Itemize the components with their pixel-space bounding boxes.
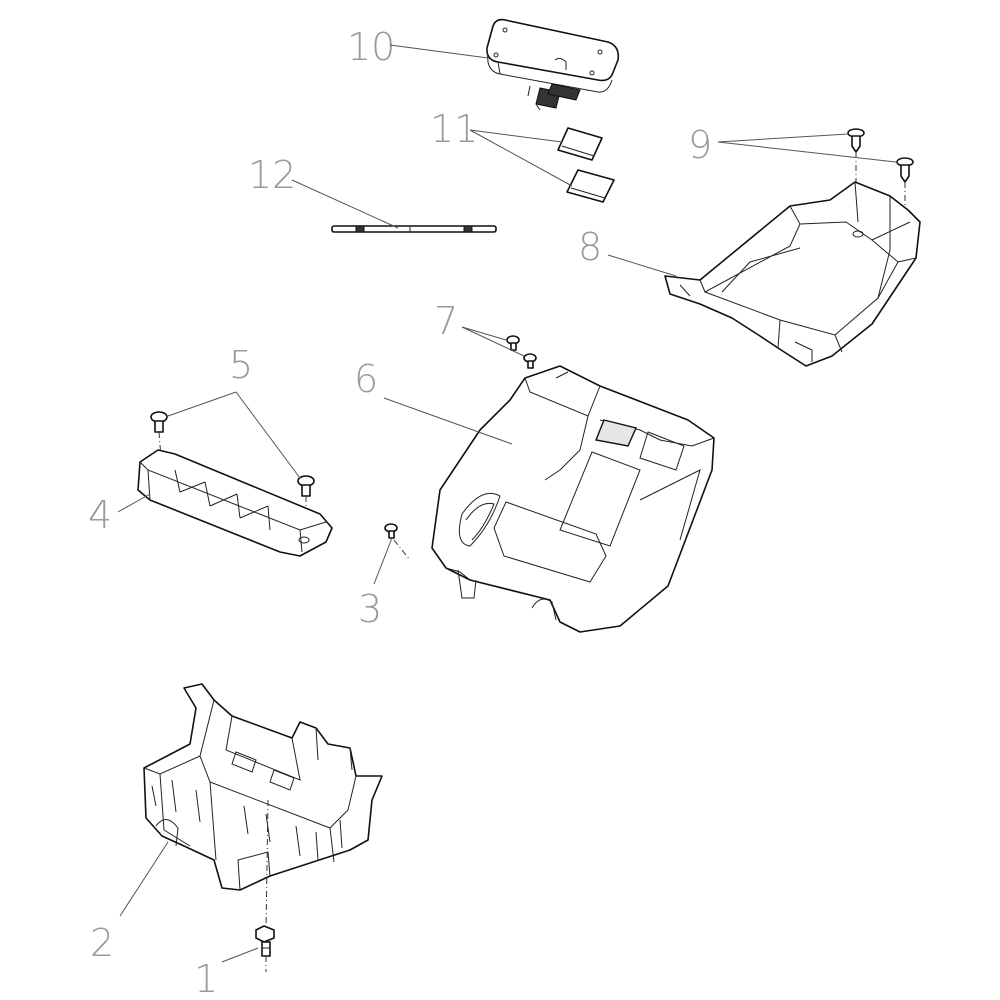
part-3-screw — [384, 523, 411, 561]
part-9-rivet-a — [847, 128, 865, 225]
part-1-bolt — [255, 925, 275, 972]
part-11-pad-upper — [557, 127, 603, 161]
callout-1-label: 1 — [194, 957, 218, 1000]
callout-8: 8 — [578, 225, 677, 277]
callout-3-label: 3 — [358, 587, 382, 631]
callout-1: 1 — [194, 947, 259, 1000]
callout-11-label: 11 — [430, 107, 478, 151]
part-6-cover — [431, 365, 715, 633]
callout-5-label: 5 — [229, 343, 253, 387]
callout-8-label: 8 — [578, 225, 602, 269]
part-7-screw-b — [523, 353, 537, 369]
part-5-screw-a — [150, 411, 168, 459]
callout-6-label: 6 — [354, 357, 378, 401]
callout-12-label: 12 — [248, 153, 296, 197]
part-2-battery-tray — [143, 683, 383, 931]
callout-12: 12 — [248, 153, 399, 229]
callout-2-label: 2 — [90, 921, 114, 965]
callout-11: 11 — [430, 107, 573, 187]
part-10-control-module — [486, 18, 620, 111]
part-9-rivet-b — [896, 157, 914, 212]
part-12-cable — [331, 225, 497, 233]
callout-4: 4 — [88, 493, 151, 537]
part-7-screw-a — [506, 335, 520, 351]
callout-10-label: 10 — [347, 25, 395, 69]
callout-9: 9 — [688, 123, 897, 167]
callout-6: 6 — [354, 357, 513, 445]
callout-2: 2 — [90, 841, 169, 965]
callout-10: 10 — [347, 25, 489, 69]
callout-3: 3 — [358, 537, 393, 631]
part-8-tray — [664, 181, 921, 367]
callout-5: 5 — [167, 343, 301, 479]
callout-7: 7 — [434, 299, 525, 357]
callout-7-label: 7 — [434, 299, 458, 343]
callout-4-label: 4 — [88, 493, 112, 537]
callout-9-label: 9 — [688, 123, 712, 167]
part-11-pad-lower — [566, 169, 615, 203]
part-4-bracket — [137, 449, 333, 557]
